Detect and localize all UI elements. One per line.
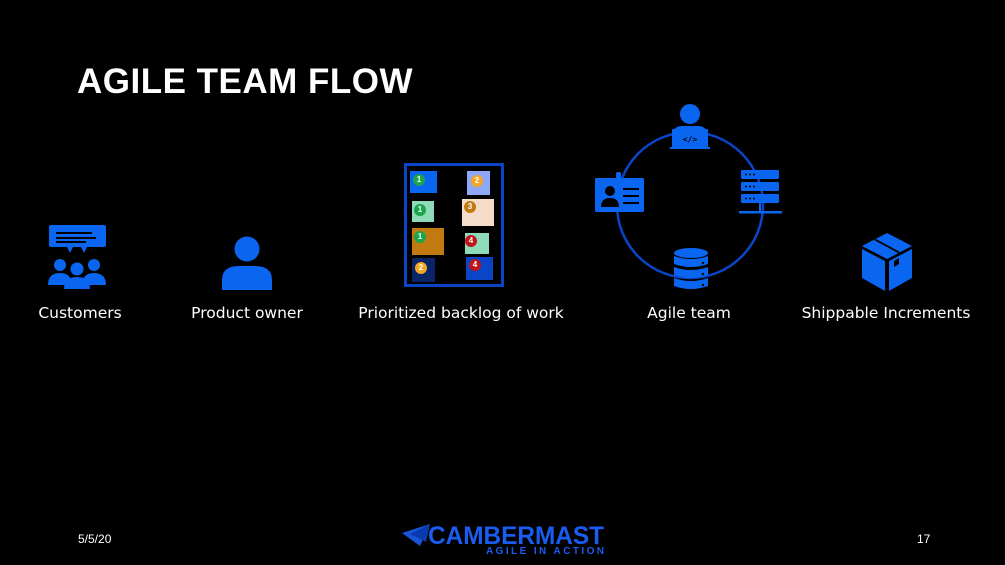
slide-title: AGILE TEAM FLOW xyxy=(77,62,414,101)
backlog-card: 2 xyxy=(467,171,490,195)
svg-text:</>: </> xyxy=(683,135,698,144)
footer-date: 5/5/20 xyxy=(78,532,112,546)
backlog-card: 1 xyxy=(412,228,444,255)
cambermast-logo: CAMBERMAST AGILE IN ACTION xyxy=(402,522,604,557)
backlog-card: 3 xyxy=(462,199,494,226)
backlog-card: 4 xyxy=(465,233,489,254)
server-icon xyxy=(739,170,782,214)
user-icon xyxy=(222,236,272,290)
backlog-board-icon: 1 2 1 3 1 4 2 4 xyxy=(404,163,504,287)
step-label-backlog: Prioritized backlog of work xyxy=(358,304,564,322)
customers-feedback-icon xyxy=(48,225,106,289)
database-icon xyxy=(674,248,708,289)
team-cycle-icon: </> xyxy=(595,104,782,289)
id-badge-icon xyxy=(595,172,644,212)
developer-icon: </> xyxy=(670,104,710,149)
backlog-card: 4 xyxy=(466,257,493,280)
logo-tagline: AGILE IN ACTION xyxy=(486,546,604,557)
backlog-card: 1 xyxy=(412,201,434,222)
step-label-customers: Customers xyxy=(38,304,122,322)
logo-wordmark: CAMBERMAST xyxy=(428,522,604,550)
step-label-agile-team: Agile team xyxy=(647,304,731,322)
page-number: 17 xyxy=(917,532,931,546)
backlog-card: 2 xyxy=(412,258,435,282)
backlog-card: 1 xyxy=(410,171,437,193)
package-box-icon xyxy=(862,233,912,291)
step-label-product-owner: Product owner xyxy=(191,304,303,322)
step-label-shippable: Shippable Increments xyxy=(801,304,971,322)
